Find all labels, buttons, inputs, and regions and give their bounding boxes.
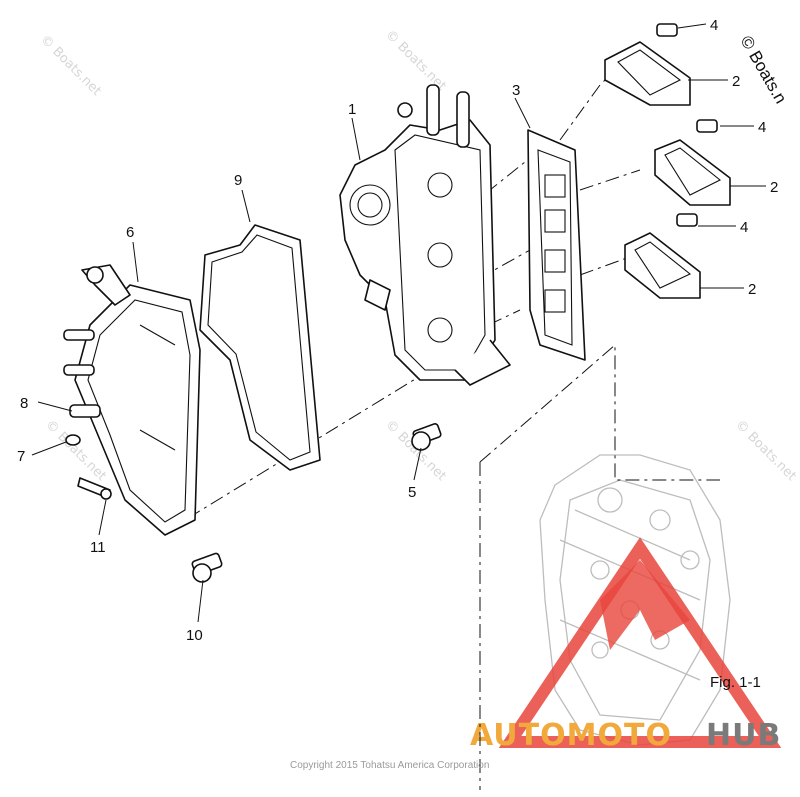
callout-10: 10 — [186, 627, 203, 644]
copyright-notice: Copyright 2015 Tohatsu America Corporati… — [290, 760, 489, 771]
callout-4: 4 — [740, 219, 748, 236]
rocker-cover-gasket — [199, 224, 321, 471]
callout-6: 6 — [126, 224, 134, 241]
cylinder-head — [339, 84, 511, 386]
callout-2: 2 — [732, 73, 740, 90]
callout-2: 2 — [770, 179, 778, 196]
brand-text-auto: AUTOMOTO — [470, 718, 672, 753]
callout-5: 5 — [408, 484, 416, 501]
brand-logo: AUTOMOTO HUB — [470, 537, 782, 753]
cylinder-head-cover — [63, 264, 201, 536]
callout-4: 4 — [710, 17, 718, 34]
figure-label: Fig. 1-1 — [710, 674, 761, 691]
callout-labels: 1 2 2 2 3 4 4 4 5 6 7 8 9 10 11 — [17, 17, 778, 644]
covers — [604, 41, 731, 299]
callout-4: 4 — [758, 119, 766, 136]
corner-watermark: © Boats.n — [737, 33, 791, 107]
leader-lines — [31, 23, 766, 623]
o-ring — [65, 434, 81, 446]
small-parts — [65, 404, 442, 583]
callout-11: 11 — [90, 539, 106, 556]
brand-text-hub: HUB — [706, 718, 781, 753]
callout-3: 3 — [512, 82, 520, 99]
watermark: © Boats.net — [37, 32, 104, 99]
callout-2: 2 — [748, 281, 756, 298]
bolts — [656, 23, 718, 227]
dowel-pin — [69, 404, 101, 418]
callout-1: 1 — [348, 101, 356, 118]
callout-9: 9 — [234, 172, 242, 189]
callout-8: 8 — [20, 395, 28, 412]
watermark: © Boats.net — [382, 27, 449, 94]
callout-7: 7 — [17, 448, 25, 465]
manifold-gasket — [527, 129, 586, 361]
watermark: © Boats.net — [732, 417, 799, 484]
